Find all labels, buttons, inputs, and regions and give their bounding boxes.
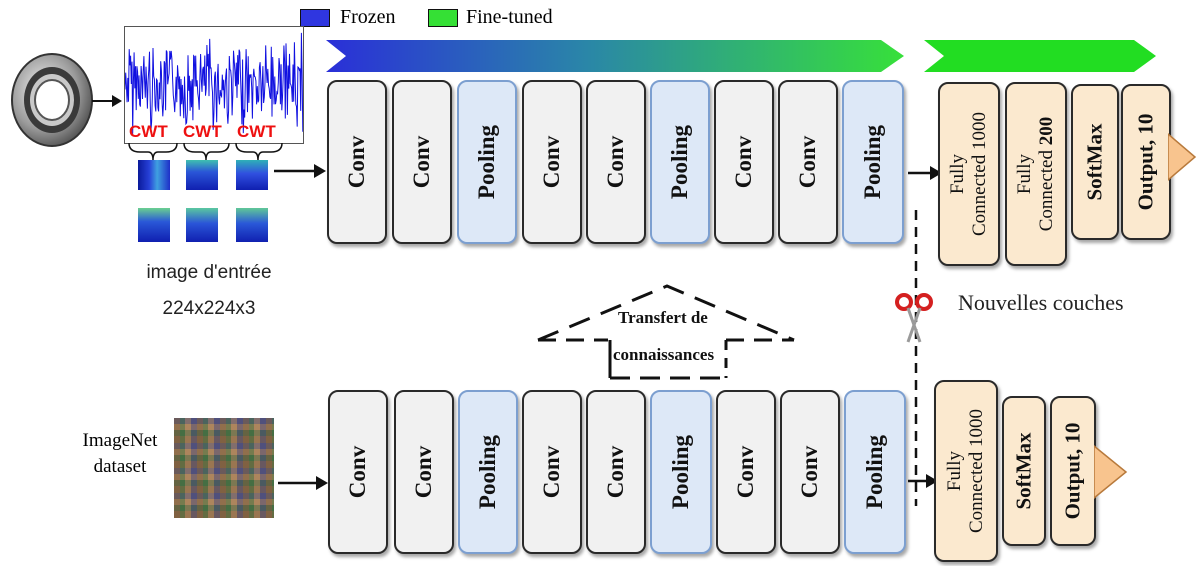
layer-label: Conv bbox=[344, 135, 369, 189]
finetuned-arrow bbox=[924, 40, 1156, 72]
fc-line1: Fully bbox=[1014, 153, 1035, 195]
top-layer-pooling-1: Pooling bbox=[457, 80, 517, 244]
layer-label: Conv bbox=[539, 445, 564, 499]
scalogram-6 bbox=[236, 208, 268, 242]
bottom-layer-conv-4: Conv bbox=[586, 390, 646, 554]
arrow-to-bottom-fc bbox=[908, 474, 938, 488]
cwt-label-1: CWT bbox=[129, 122, 168, 141]
bearing-icon bbox=[11, 53, 93, 147]
top-output-arrow bbox=[1168, 133, 1197, 181]
cut-line bbox=[914, 210, 918, 506]
legend: Frozen Fine-tuned bbox=[300, 6, 590, 32]
legend-finetuned-label: Fine-tuned bbox=[466, 6, 553, 28]
legend-frozen-label: Frozen bbox=[340, 6, 396, 28]
bottom-layer-pooling-1: Pooling bbox=[458, 390, 518, 554]
bottom-layer-conv-2: Conv bbox=[394, 390, 454, 554]
top-layer-pooling-2: Pooling bbox=[650, 80, 710, 244]
bottom-layer-pooling-3: Pooling bbox=[844, 390, 906, 554]
fc-line1: Fully bbox=[947, 153, 968, 195]
bottom-layer-conv-3: Conv bbox=[522, 390, 582, 554]
layer-label: Conv bbox=[409, 135, 434, 189]
bottom-layer-conv-1: Conv bbox=[328, 390, 388, 554]
transfer-arrow bbox=[537, 284, 795, 380]
top-layer-conv-1: Conv bbox=[327, 80, 387, 244]
bottom-layer-conv-6: Conv bbox=[780, 390, 840, 554]
top-softmax: SoftMax bbox=[1071, 84, 1119, 240]
fc-line2: Connected bbox=[1036, 145, 1057, 232]
layer-label: Conv bbox=[795, 135, 820, 189]
bottom-output-arrow bbox=[1094, 445, 1128, 499]
input-caption-line2: 224x224x3 bbox=[162, 298, 256, 319]
softmax-label: SoftMax bbox=[1082, 123, 1107, 201]
scissors-icon bbox=[895, 293, 933, 343]
legend-frozen-swatch bbox=[300, 9, 330, 27]
cwt-brackets bbox=[128, 142, 283, 161]
scalogram-1 bbox=[138, 160, 170, 190]
fc-line1: Fully bbox=[944, 450, 965, 492]
top-layer-pooling-3: Pooling bbox=[842, 80, 904, 244]
fc-bold-value: 200 bbox=[1036, 116, 1057, 146]
arrow-to-bottom-network bbox=[278, 476, 328, 490]
arrow-to-signal bbox=[92, 95, 122, 107]
layer-label: Pooling bbox=[862, 434, 887, 510]
layer-label: Conv bbox=[539, 135, 564, 189]
layer-label: Pooling bbox=[667, 124, 692, 200]
layer-label: Conv bbox=[731, 135, 756, 189]
scalogram-3 bbox=[236, 160, 268, 190]
bottom-output: Output, 10 bbox=[1050, 396, 1096, 546]
new-layers-label: Nouvelles couches bbox=[958, 290, 1124, 315]
top-output: Output, 10 bbox=[1121, 84, 1171, 240]
layer-label: Conv bbox=[603, 135, 628, 189]
layer-label: Conv bbox=[345, 445, 370, 499]
arrow-to-top-fc bbox=[908, 166, 942, 180]
softmax-label: SoftMax bbox=[1011, 432, 1036, 510]
frozen-arrow bbox=[326, 40, 904, 72]
layer-label: Conv bbox=[733, 445, 758, 499]
input-caption-line1: image d'entrée bbox=[146, 262, 272, 283]
fc-line2: Connected 1000 bbox=[966, 408, 987, 534]
output-label: Output, 10 bbox=[1060, 422, 1085, 520]
layer-label: Pooling bbox=[475, 434, 500, 510]
top-layer-conv-6: Conv bbox=[778, 80, 838, 244]
scalogram-2 bbox=[186, 160, 218, 190]
bottom-layer-pooling-2: Pooling bbox=[650, 390, 712, 554]
vibration-signal-plot bbox=[125, 32, 303, 134]
fc-line2: Connected 1000 bbox=[969, 111, 990, 237]
top-layer-conv-5: Conv bbox=[714, 80, 774, 244]
layer-label: Pooling bbox=[474, 124, 499, 200]
layer-label: Conv bbox=[411, 445, 436, 499]
layer-label: Conv bbox=[797, 445, 822, 499]
cwt-label-3: CWT bbox=[237, 122, 276, 141]
cwt-label-2: CWT bbox=[183, 122, 222, 141]
layer-label: Pooling bbox=[668, 434, 693, 510]
layer-label: Pooling bbox=[860, 124, 885, 200]
imagenet-mosaic-image bbox=[174, 418, 274, 518]
scalogram-5 bbox=[186, 208, 218, 242]
arrow-to-top-network bbox=[274, 164, 326, 178]
top-layer-conv-2: Conv bbox=[392, 80, 452, 244]
imagenet-label-line1: ImageNet bbox=[82, 430, 158, 451]
bottom-softmax: SoftMax bbox=[1002, 396, 1046, 546]
imagenet-label-line2: dataset bbox=[93, 456, 147, 477]
legend-finetuned-swatch bbox=[428, 9, 458, 27]
vibration-signal-panel bbox=[124, 26, 304, 144]
scalogram-4 bbox=[138, 208, 170, 242]
transfer-label-line2: connaissances bbox=[613, 345, 715, 364]
transfer-label-line1: Transfert de bbox=[618, 308, 708, 327]
top-layer-conv-3: Conv bbox=[522, 80, 582, 244]
top-layer-conv-4: Conv bbox=[586, 80, 646, 244]
layer-label: Conv bbox=[603, 445, 628, 499]
bottom-layer-conv-5: Conv bbox=[716, 390, 776, 554]
output-label: Output, 10 bbox=[1133, 113, 1158, 211]
